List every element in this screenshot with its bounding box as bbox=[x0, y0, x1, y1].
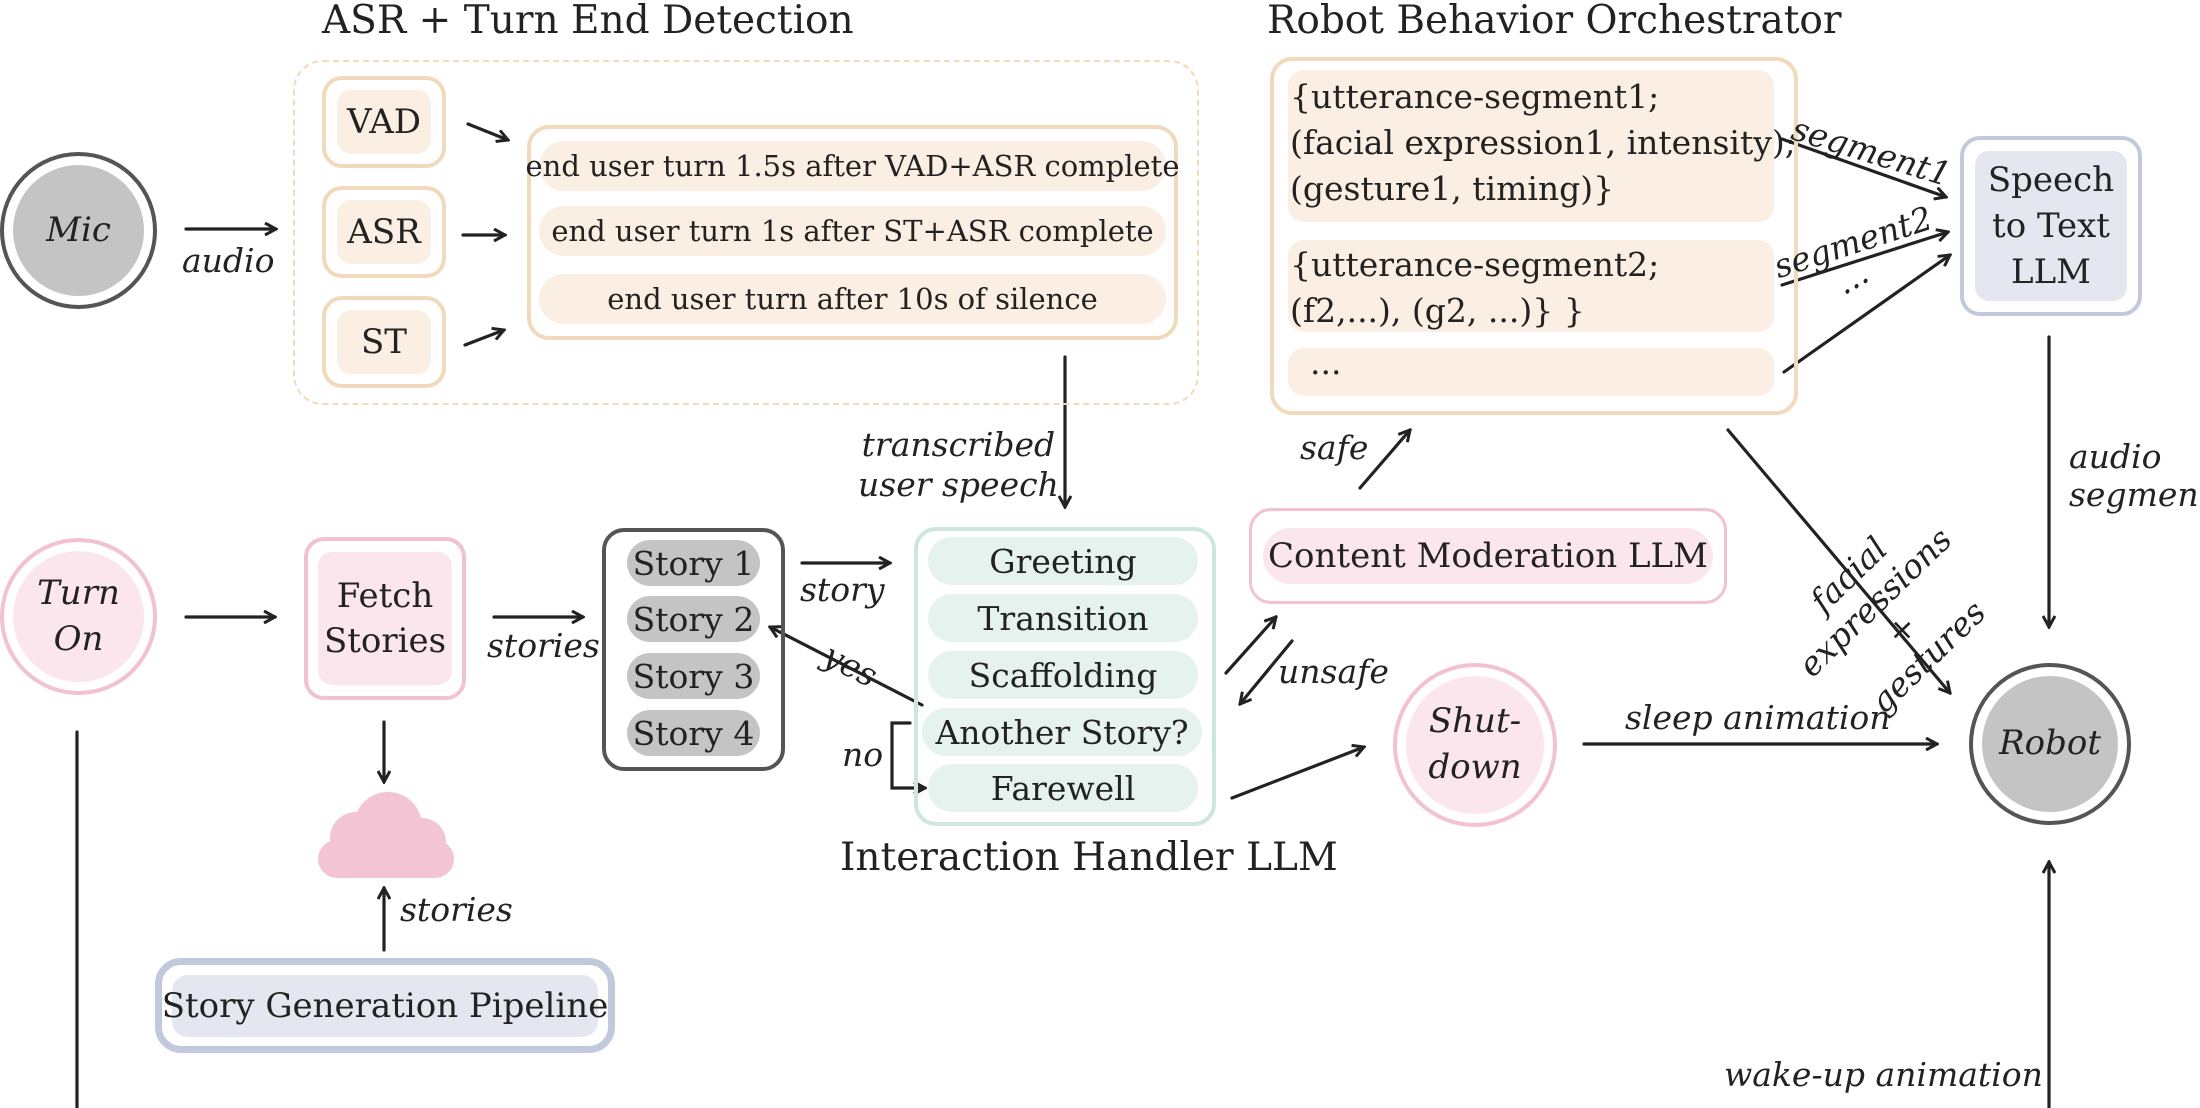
arrow-segment3 bbox=[1782, 255, 1950, 374]
moderation-label: Content Moderation LLM bbox=[1263, 528, 1713, 584]
interaction-handler bbox=[914, 527, 1216, 826]
turn-on-line1: Turn bbox=[37, 572, 120, 613]
robot-label: Robot bbox=[1999, 723, 2101, 764]
st-box: ST bbox=[322, 296, 446, 388]
orchestrator-box bbox=[1270, 57, 1798, 415]
story-pipeline-box: Story Generation Pipeline bbox=[155, 958, 615, 1053]
label-audio-segment: audio segment bbox=[2069, 438, 2200, 514]
story-item-1: Story 1 bbox=[627, 540, 760, 586]
turn-end-rules bbox=[527, 125, 1178, 340]
label-unsafe: unsafe bbox=[1278, 652, 1389, 691]
arrow-segment1 bbox=[1780, 137, 1946, 197]
arrow-no bbox=[890, 721, 925, 788]
segment2-line1: {utterance-segment2; bbox=[1290, 245, 1660, 284]
arrow-moderation-handler bbox=[1240, 639, 1294, 704]
arrow-segment2 bbox=[1780, 232, 1948, 287]
vad-label: VAD bbox=[337, 90, 431, 154]
arrow-yes bbox=[770, 627, 924, 707]
label-audio-segment-line2: segment bbox=[2069, 475, 2200, 514]
rule-2: end user turn 1s after ST+ASR complete bbox=[539, 206, 1166, 256]
label-transcribed: transcribed user speech bbox=[858, 425, 1059, 505]
label-sleep: sleep animation bbox=[1625, 698, 1891, 737]
fetch-line1: Fetch bbox=[336, 575, 434, 616]
label-transcribed-line1: transcribed bbox=[861, 425, 1056, 464]
speech-llm-box: Speech to Text LLM bbox=[1960, 136, 2142, 316]
orchestrator-title: Robot Behavior Orchestrator bbox=[1267, 0, 1842, 43]
story-item-2: Story 2 bbox=[627, 596, 760, 642]
story-pipeline-label: Story Generation Pipeline bbox=[162, 974, 608, 1037]
shutdown-node: Shut- down bbox=[1393, 663, 1557, 827]
shutdown-line2: down bbox=[1428, 747, 1522, 787]
label-stories-pipeline: stories bbox=[400, 890, 513, 929]
fetch-stories-box: Fetch Stories bbox=[304, 537, 466, 700]
vad-box: VAD bbox=[322, 76, 446, 168]
mic-label: Mic bbox=[46, 209, 111, 250]
shutdown-line1: Shut- bbox=[1428, 701, 1522, 742]
segment1-line1: {utterance-segment1; bbox=[1290, 77, 1660, 116]
turn-on-line2: On bbox=[53, 618, 104, 659]
turn-on-node: Turn On bbox=[0, 538, 157, 695]
label-audio-segment-line1: audio bbox=[2069, 437, 2162, 476]
arrow-safe bbox=[1358, 430, 1410, 490]
asr-label: ASR bbox=[337, 200, 431, 264]
handler-another-story: Another Story? bbox=[922, 708, 1202, 756]
segment2-block: {utterance-segment2; (f2,...), (g2, ...)… bbox=[1288, 240, 1774, 332]
label-wakeup: wake-up animation bbox=[1724, 1055, 2043, 1094]
handler-transition: Transition bbox=[928, 594, 1198, 642]
handler-title: Interaction Handler LLM bbox=[840, 835, 1338, 880]
label-audio: audio bbox=[182, 241, 275, 280]
fetch-line2: Stories bbox=[323, 620, 447, 661]
label-safe: safe bbox=[1300, 428, 1369, 467]
segment1-line3: (gesture1, timing)} bbox=[1290, 169, 1615, 208]
story-item-4: Story 4 bbox=[627, 710, 760, 756]
arrow-st bbox=[463, 330, 504, 347]
asr-box: ASR bbox=[322, 186, 446, 278]
handler-scaffolding: Scaffolding bbox=[928, 651, 1198, 699]
rule-3: end user turn after 10s of silence bbox=[539, 274, 1166, 324]
segment2-line2: (f2,...), (g2, ...)} } bbox=[1290, 291, 1585, 330]
handler-farewell: Farewell bbox=[928, 764, 1198, 812]
mic-node: Mic bbox=[0, 152, 157, 309]
cloud-icon bbox=[318, 792, 454, 878]
moderation-box: Content Moderation LLM bbox=[1249, 508, 1727, 604]
label-transcribed-line2: user speech bbox=[858, 465, 1059, 504]
st-label: ST bbox=[337, 310, 431, 374]
label-no: no bbox=[842, 735, 884, 774]
segment1-line2: (facial expression1, intensity); bbox=[1290, 123, 1796, 162]
robot-node: Robot bbox=[1969, 663, 2131, 825]
arrow-farewell-shutdown bbox=[1230, 747, 1364, 800]
asr-title: ASR + Turn End Detection bbox=[322, 0, 854, 43]
speech-llm-line3: LLM bbox=[2011, 252, 2091, 292]
story-list bbox=[602, 528, 785, 771]
speech-llm-line2: to Text bbox=[1992, 206, 2110, 246]
segment-more-block: ... bbox=[1288, 346, 1774, 396]
handler-greeting: Greeting bbox=[928, 537, 1198, 585]
arrow-vad bbox=[466, 122, 508, 140]
segment1-block: {utterance-segment1; (facial expression1… bbox=[1288, 70, 1796, 222]
label-story: story bbox=[800, 570, 885, 609]
speech-llm-line1: Speech bbox=[1987, 160, 2115, 200]
label-stories-fetch: stories bbox=[487, 626, 600, 665]
arrow-handler-moderation bbox=[1224, 617, 1276, 675]
rule-1: end user turn 1.5s after VAD+ASR complet… bbox=[526, 141, 1180, 191]
story-item-3: Story 3 bbox=[627, 653, 760, 699]
arrow-facial bbox=[1726, 428, 1950, 693]
asr-group bbox=[293, 60, 1199, 405]
segment-more: ... bbox=[1310, 343, 1342, 382]
